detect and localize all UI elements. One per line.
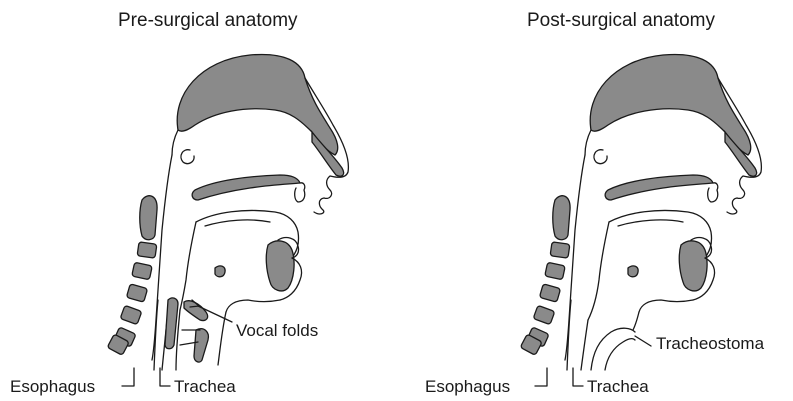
post-trachea-label: Trachea [587,377,649,397]
pre-esophagus-label: Esophagus [10,377,95,397]
post-esophagus-label: Esophagus [425,377,510,397]
pre-trachea-label: Trachea [174,377,236,397]
vocal-folds-label: Vocal folds [236,321,318,341]
tracheostoma-label: Tracheostoma [656,334,764,354]
